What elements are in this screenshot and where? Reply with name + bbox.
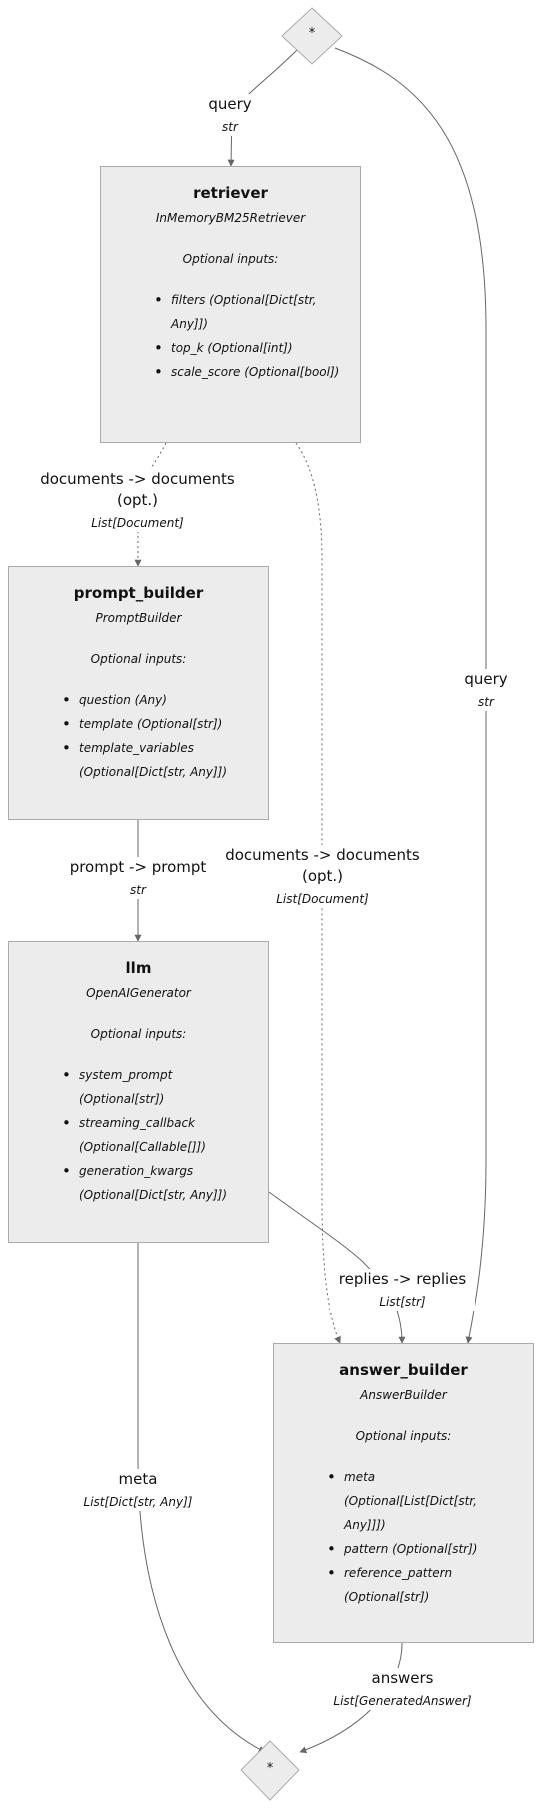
edge-label-type: List[Document] [91, 516, 184, 530]
edge-label-name: query [464, 670, 508, 688]
llm-node[interactable]: llm OpenAIGenerator Optional inputs: sys… [8, 941, 269, 1243]
edge-label-name: documents -> documents (opt.) [225, 846, 420, 885]
input-item: template_variables (Optional[Dict[str, A… [62, 736, 259, 784]
edge-label-name: replies -> replies [338, 1270, 467, 1288]
input-item: pattern (Optional[str]) [327, 1537, 504, 1561]
answer-builder-node[interactable]: answer_builder AnswerBuilder Optional in… [273, 1343, 534, 1643]
input-item: scale_score (Optional[bool]) [154, 360, 346, 384]
edge-docs-answer [295, 442, 341, 1344]
node-class: OpenAIGenerator [86, 986, 191, 1000]
edge-label-docs-prompt: documents -> documents (opt.) List[Docum… [40, 469, 235, 532]
edge-label-type: List[Document] [276, 892, 369, 906]
input-item: meta (Optional[List[Dict[str, Any]]]) [327, 1465, 504, 1537]
edge-label-type: List[str] [379, 1295, 426, 1309]
edge-label-type: str [222, 120, 238, 134]
node-title: answer_builder [339, 1361, 468, 1379]
node-class: InMemoryBM25Retriever [155, 211, 306, 225]
edge-label-name: meta [118, 1470, 158, 1488]
node-title: prompt_builder [73, 584, 204, 602]
edge-label-name: prompt -> prompt [69, 858, 207, 876]
optional-inputs-heading: Optional inputs: [90, 1027, 187, 1041]
edge-label-docs-answer: documents -> documents (opt.) List[Docum… [225, 845, 420, 908]
input-item: generation_kwargs (Optional[Dict[str, An… [62, 1159, 254, 1207]
start-node-label: * [308, 26, 316, 41]
node-class: AnswerBuilder [360, 1388, 447, 1402]
edge-label-answers: answers List[GeneratedAnswer] [325, 1668, 480, 1710]
input-item: question (Any) [62, 688, 259, 712]
edge-label-type: List[GeneratedAnswer] [333, 1694, 472, 1708]
edge-label-meta: meta List[Dict[str, Any]] [78, 1469, 198, 1511]
optional-inputs-heading: Optional inputs: [182, 252, 279, 266]
edge-replies [268, 1191, 406, 1344]
edge-label-prompt-llm: prompt -> prompt str [68, 857, 208, 899]
edge-query-answer [334, 47, 487, 1344]
input-item: filters (Optional[Dict[str, Any]]) [154, 288, 346, 336]
prompt-builder-node[interactable]: prompt_builder PromptBuilder Optional in… [8, 566, 269, 820]
node-title: retriever [193, 184, 268, 202]
end-node-label: * [266, 1761, 274, 1776]
edge-label-name: answers [371, 1669, 434, 1687]
edge-label-type: List[Dict[str, Any]] [83, 1495, 193, 1509]
edge-label-query-answer: query str [456, 669, 516, 711]
optional-inputs-heading: Optional inputs: [90, 652, 187, 666]
input-item: reference_pattern (Optional[str]) [327, 1561, 504, 1609]
input-item: streaming_callback (Optional[Callable[]]… [62, 1111, 254, 1159]
node-title: llm [125, 959, 152, 977]
node-class: PromptBuilder [95, 611, 182, 625]
edge-label-query-retriever: query str [200, 94, 260, 136]
retriever-node[interactable]: retriever InMemoryBM25Retriever Optional… [100, 166, 361, 443]
edge-label-replies: replies -> replies List[str] [330, 1269, 475, 1311]
input-item: system_prompt (Optional[str]) [62, 1063, 254, 1111]
edge-label-name: query [208, 95, 252, 113]
edge-label-type: str [130, 883, 146, 897]
end-node-shape [240, 1740, 300, 1801]
input-item: top_k (Optional[int]) [154, 336, 346, 360]
edge-label-name: documents -> documents (opt.) [40, 470, 235, 509]
start-node-shape [281, 7, 343, 65]
optional-inputs-heading: Optional inputs: [355, 1429, 452, 1443]
input-item: template (Optional[str]) [62, 712, 259, 736]
edge-label-type: str [478, 695, 494, 709]
